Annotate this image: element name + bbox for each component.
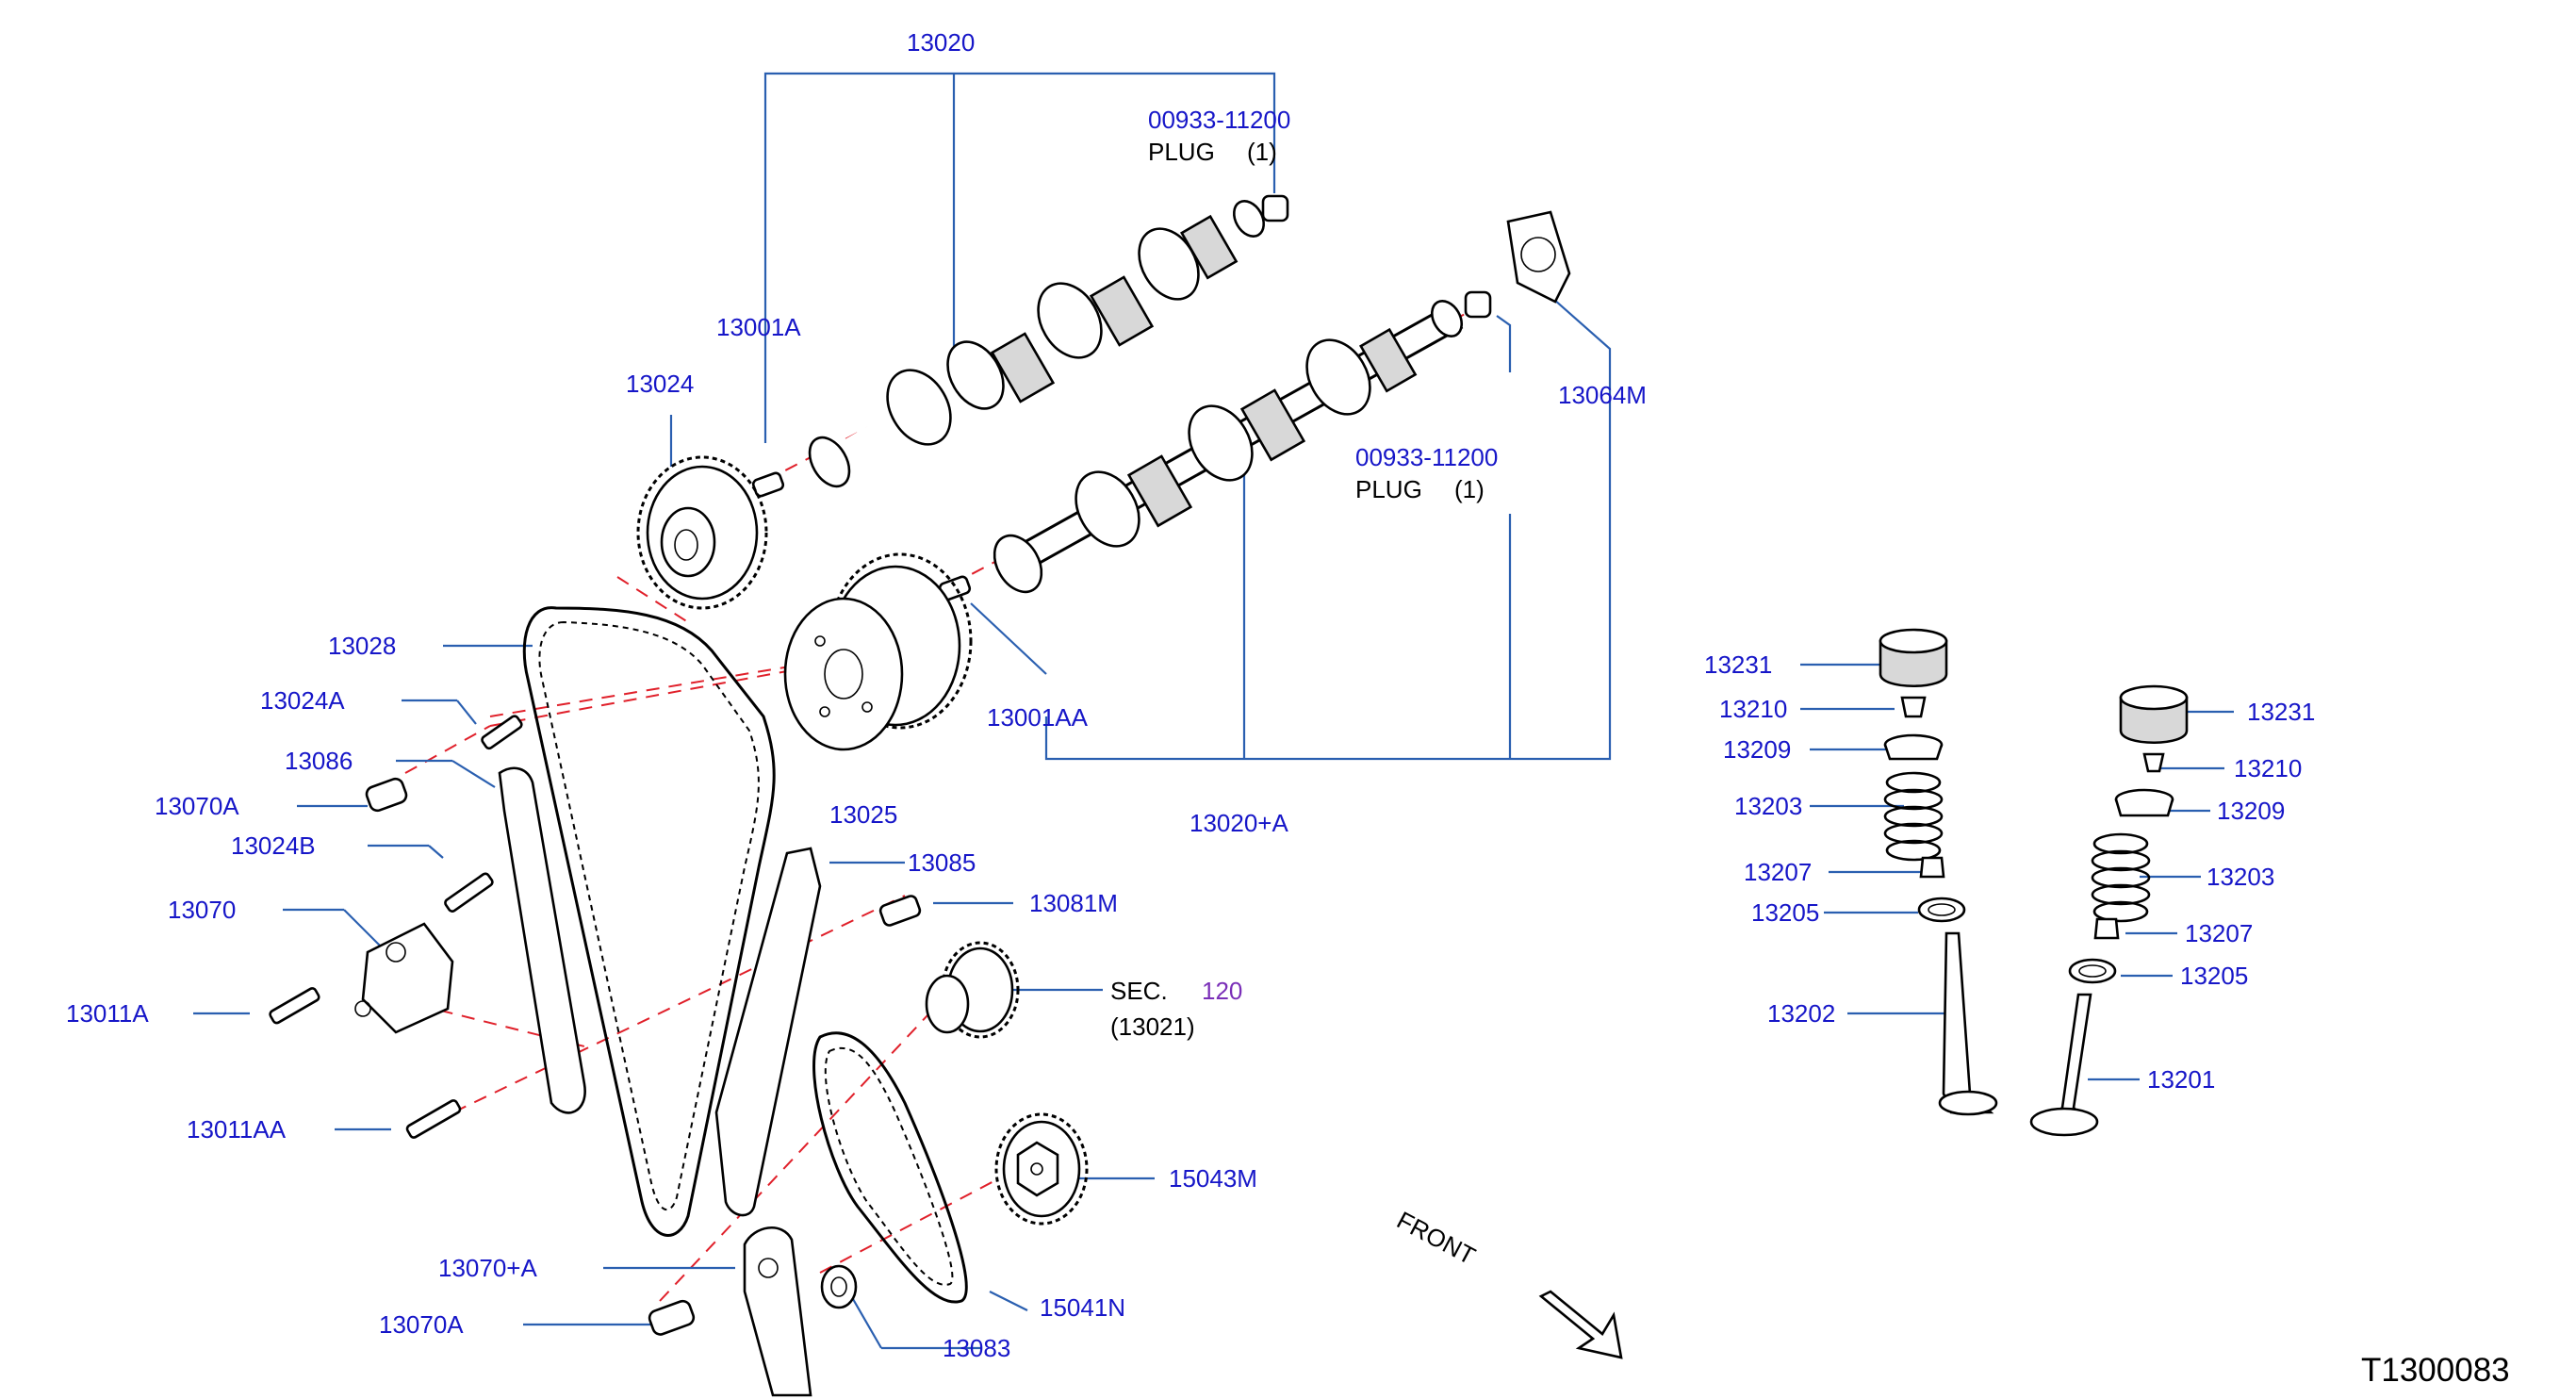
diagram-id: T1300083 xyxy=(2361,1352,2510,1389)
valvetrain-left xyxy=(1879,628,1998,1116)
sensor-plate-icon xyxy=(1506,210,1571,304)
callout-13070A-bottom: 13070A xyxy=(379,1310,464,1339)
callout-13024: 13024 xyxy=(626,370,694,398)
pin-13070A-bottom xyxy=(648,1299,696,1336)
callout-13085: 13085 xyxy=(908,848,976,877)
callout-13024B: 13024B xyxy=(231,831,316,860)
plug-top-icon xyxy=(1261,194,1289,222)
slack-guide-icon xyxy=(498,766,586,1114)
label-left-13210: 13210 xyxy=(1719,695,1787,723)
callout-13001AA: 13001AA xyxy=(987,703,1089,732)
oil-pump-sprocket-icon xyxy=(994,1112,1089,1226)
callout-sec: SEC. xyxy=(1110,977,1168,1005)
callout-plug-mid-qty: (1) xyxy=(1454,475,1485,503)
callout-13020: 13020 xyxy=(907,28,975,57)
bolts xyxy=(269,715,523,1139)
label-left-13202: 13202 xyxy=(1767,999,1835,1028)
label-left-13231: 13231 xyxy=(1704,650,1772,679)
label-right-13207: 13207 xyxy=(2185,919,2253,947)
callout-13086: 13086 xyxy=(285,747,353,775)
callout-13011A: 13011A xyxy=(66,999,149,1028)
callout-13011AA: 13011AA xyxy=(187,1115,287,1144)
callout-plug-top-part: 00933-11200 xyxy=(1148,106,1290,134)
callout-sec-sub: (13021) xyxy=(1110,1012,1195,1041)
dowel-pin-top xyxy=(751,471,785,498)
callout-13070A-plus: 13070+A xyxy=(438,1254,537,1282)
callout-sec-number[interactable]: 120 xyxy=(1202,977,1242,1005)
callout-13028: 13028 xyxy=(328,632,396,660)
label-right-13210: 13210 xyxy=(2234,754,2302,782)
front-label: FRONT xyxy=(1392,1206,1480,1271)
camshaft-exhaust xyxy=(808,194,1289,488)
label-right-13201: 13201 xyxy=(2147,1065,2215,1094)
callout-13081M: 13081M xyxy=(1029,889,1118,917)
label-right-13205: 13205 xyxy=(2180,962,2248,990)
callout-15041N: 15041N xyxy=(1040,1293,1125,1322)
oil-pump-chain-icon xyxy=(812,1031,968,1304)
callout-13020A: 13020+A xyxy=(1190,809,1288,837)
callout-13001A: 13001A xyxy=(716,313,801,341)
label-left-13207: 13207 xyxy=(1744,858,1812,886)
callout-13070: 13070 xyxy=(168,896,236,924)
callout-plug-mid-part: 00933-11200 xyxy=(1355,443,1498,471)
pin-13070A-top xyxy=(365,777,408,813)
label-right-13209: 13209 xyxy=(2217,797,2285,825)
pin-13081M xyxy=(878,895,922,927)
label-left-13203: 13203 xyxy=(1734,792,1802,820)
label-right-13231: 13231 xyxy=(2247,698,2315,726)
timing-chain-icon xyxy=(522,606,776,1237)
crank-sprocket-icon xyxy=(925,941,1020,1039)
callout-13064M: 13064M xyxy=(1558,381,1647,409)
collar-13083-icon xyxy=(820,1264,858,1309)
callout-13025: 13025 xyxy=(829,800,897,829)
plug-mid-icon xyxy=(1464,290,1492,319)
camshaft-intake xyxy=(993,290,1492,594)
valvetrain-right xyxy=(2029,684,2189,1137)
callout-13070A-top: 13070A xyxy=(155,792,239,820)
chain-tensioner-icon xyxy=(354,922,454,1034)
callout-13083: 13083 xyxy=(943,1334,1010,1362)
callout-plug-top-name: PLUG xyxy=(1148,138,1215,166)
exhaust-sprocket-icon xyxy=(636,455,768,610)
callout-13024A: 13024A xyxy=(260,686,345,715)
label-left-13209: 13209 xyxy=(1723,735,1791,764)
callout-15043M: 15043M xyxy=(1169,1164,1257,1193)
callout-plug-mid-name: PLUG xyxy=(1355,475,1422,503)
front-arrow-icon xyxy=(1538,1290,1623,1359)
callout-plug-top-qty: (1) xyxy=(1247,138,1277,166)
intake-sprocket-icon xyxy=(783,552,973,751)
label-left-13205: 13205 xyxy=(1751,898,1819,927)
tension-guide-icon xyxy=(714,847,822,1217)
label-right-13203: 13203 xyxy=(2207,863,2274,891)
oil-pump-tensioner-icon xyxy=(743,1226,812,1397)
